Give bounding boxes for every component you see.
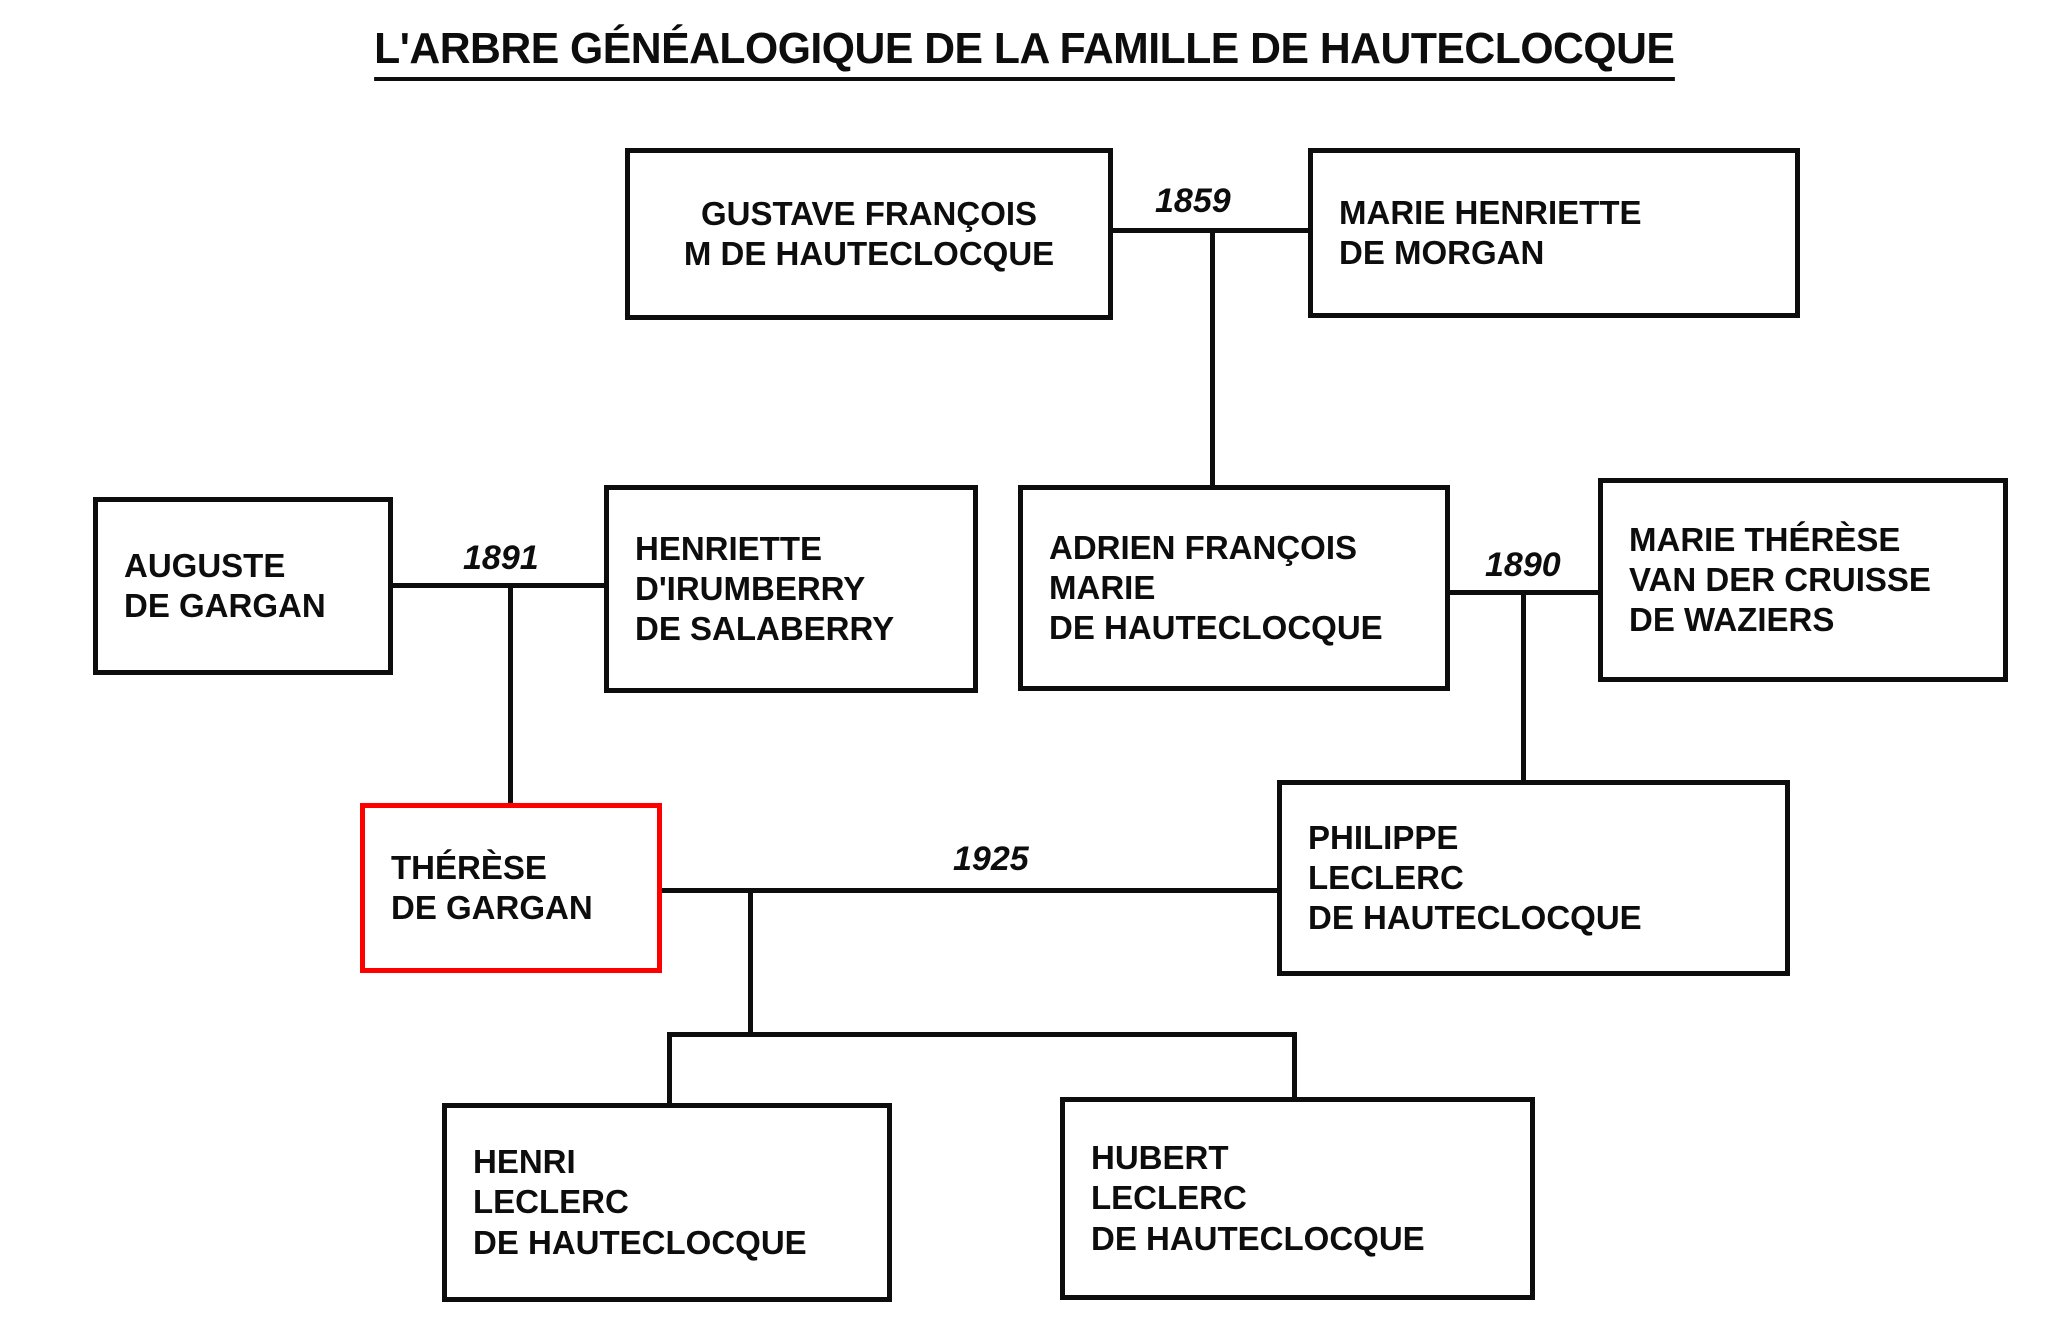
descent-line-to-hubert (1292, 1032, 1297, 1099)
person-name-line-1: THÉRÈSE (391, 848, 547, 886)
sibling-bar-children (667, 1032, 1297, 1037)
person-box-auguste-de-gargan[interactable]: AUGUSTE DE GARGAN (93, 497, 393, 675)
person-box-gustave-francois-de-hauteclocque[interactable]: GUSTAVE FRANÇOIS M DE HAUTECLOCQUE (625, 148, 1113, 320)
person-name-line-1: HUBERT (1091, 1139, 1229, 1177)
person-name-line-1: HENRI (473, 1143, 576, 1181)
person-box-henri-leclerc-de-hauteclocque[interactable]: HENRI LECLERC DE HAUTECLOCQUE (442, 1103, 892, 1302)
descent-line-to-henri (667, 1032, 672, 1105)
person-name-line-1: MARIE HENRIETTE (1339, 193, 1642, 231)
person-box-henriette-dirumberry-de-salaberry[interactable]: HENRIETTE D'IRUMBERRY DE SALABERRY (604, 485, 978, 693)
person-name-line-2: DE GARGAN (391, 889, 593, 926)
person-name-line-2: LECLERC (1308, 858, 1464, 896)
person-box-adrien-francois-marie-de-hauteclocque[interactable]: ADRIEN FRANÇOIS MARIE DE HAUTECLOCQUE (1018, 485, 1450, 691)
person-box-marie-henriette-de-morgan[interactable]: MARIE HENRIETTE DE MORGAN (1308, 148, 1800, 318)
person-name-line-3: DE HAUTECLOCQUE (1091, 1219, 1425, 1257)
person-name-line-1: AUGUSTE (124, 546, 286, 584)
person-box-philippe-leclerc-de-hauteclocque[interactable]: PHILIPPE LECLERC DE HAUTECLOCQUE (1277, 780, 1790, 976)
marriage-year-1925: 1925 (953, 840, 1029, 878)
person-name-line-2: DE GARGAN (124, 587, 326, 624)
person-name-line-1: MARIE THÉRÈSE (1629, 520, 1901, 558)
page-title: L'ARBRE GÉNÉALOGIQUE DE LA FAMILLE DE HA… (0, 24, 2048, 81)
person-name-line-2: LECLERC (1091, 1179, 1247, 1217)
person-name-line-2: VAN DER CRUISSE (1629, 560, 1931, 598)
person-name-line-3: DE HAUTECLOCQUE (473, 1223, 807, 1261)
marriage-year-1859: 1859 (1155, 182, 1231, 220)
person-name-line-2: M DE HAUTECLOCQUE (683, 235, 1055, 272)
person-name-line-2: D'IRUMBERRY (635, 569, 866, 607)
descent-line-1890-to-philippe (1521, 590, 1526, 782)
person-name-line-2: DE MORGAN (1339, 234, 1545, 271)
descent-line-1891-to-therese (508, 583, 513, 805)
person-name-line-1: GUSTAVE FRANÇOIS (700, 194, 1038, 232)
descent-line-1859-to-adrien (1210, 228, 1215, 488)
person-name-line-2: LECLERC (473, 1183, 629, 1221)
person-box-therese-de-gargan[interactable]: THÉRÈSE DE GARGAN (360, 803, 662, 973)
person-name-line-3: DE SALABERRY (635, 610, 895, 648)
marriage-year-1891: 1891 (463, 539, 539, 577)
person-name-line-1: ADRIEN FRANÇOIS (1049, 528, 1358, 566)
page-title-text: L'ARBRE GÉNÉALOGIQUE DE LA FAMILLE DE HA… (373, 24, 1675, 81)
marriage-year-1890: 1890 (1485, 546, 1561, 584)
person-name-line-2: MARIE (1049, 568, 1156, 606)
person-box-marie-therese-van-der-cruisse-de-waziers[interactable]: MARIE THÉRÈSE VAN DER CRUISSE DE WAZIERS (1598, 478, 2008, 682)
person-box-hubert-leclerc-de-hauteclocque[interactable]: HUBERT LECLERC DE HAUTECLOCQUE (1060, 1097, 1535, 1300)
person-name-line-1: PHILIPPE (1308, 818, 1459, 856)
person-name-line-1: HENRIETTE (635, 529, 823, 567)
marriage-line-1925 (658, 888, 1282, 893)
person-name-line-3: DE HAUTECLOCQUE (1308, 899, 1642, 937)
person-name-line-3: DE HAUTECLOCQUE (1049, 609, 1383, 647)
descent-line-1925-to-children (748, 888, 753, 1035)
person-name-line-3: DE WAZIERS (1629, 601, 1835, 639)
marriage-line-1891 (388, 583, 604, 588)
